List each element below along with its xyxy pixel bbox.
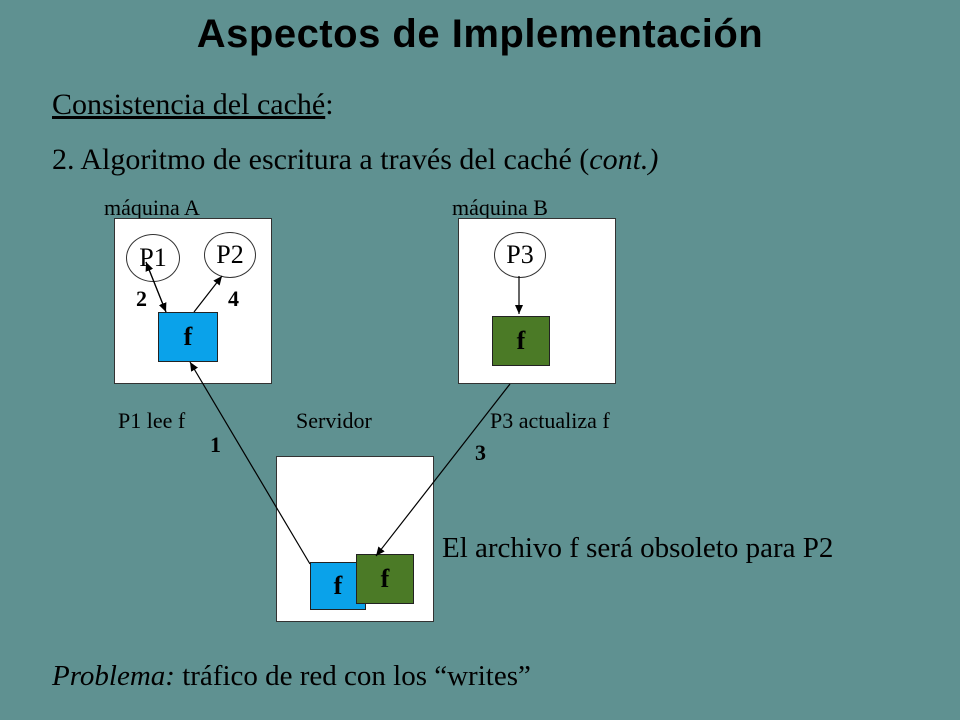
arrow-4 <box>193 275 223 313</box>
page-title: Aspectos de Implementación <box>196 12 764 56</box>
subtitle-cont: cont.) <box>589 143 659 176</box>
process-p1: P1 <box>126 234 180 282</box>
caption-p1-reads: P1 lee f <box>118 408 186 433</box>
obsolete-note: El archivo f será obsoleto para P2 <box>442 532 834 564</box>
section-colon: : <box>325 88 334 121</box>
caption-server: Servidor <box>296 408 372 433</box>
file-server-updated: f <box>356 554 414 604</box>
process-p3: P3 <box>494 232 546 278</box>
step-1-label: 1 <box>210 432 221 457</box>
subtitle-main: 2. Algoritmo de escritura a través del c… <box>52 143 590 176</box>
problem-label: Problema: <box>52 660 175 692</box>
section-label: Consistencia del caché <box>52 88 326 121</box>
arrow-3 <box>375 383 511 557</box>
caption-p3-updates: P3 actualiza f <box>490 408 610 433</box>
file-cache-a: f <box>158 312 218 362</box>
step-4-label: 4 <box>228 286 239 311</box>
step-3-label: 3 <box>475 440 486 465</box>
subtitle: 2. Algoritmo de escritura a través del c… <box>52 143 658 177</box>
machine-a-label: máquina A <box>104 195 200 220</box>
section-heading: Consistencia del caché: <box>52 88 334 122</box>
machine-b-label: máquina B <box>452 195 548 220</box>
step-2-label: 2 <box>136 286 147 311</box>
process-p2: P2 <box>204 232 256 278</box>
file-cache-b: f <box>492 316 550 366</box>
problem-statement: Problema: tráfico de red con los “writes… <box>52 660 531 693</box>
arrow-2b <box>145 261 167 313</box>
problem-text: tráfico de red con los “writes” <box>174 660 531 692</box>
arrow-1 <box>189 361 311 565</box>
